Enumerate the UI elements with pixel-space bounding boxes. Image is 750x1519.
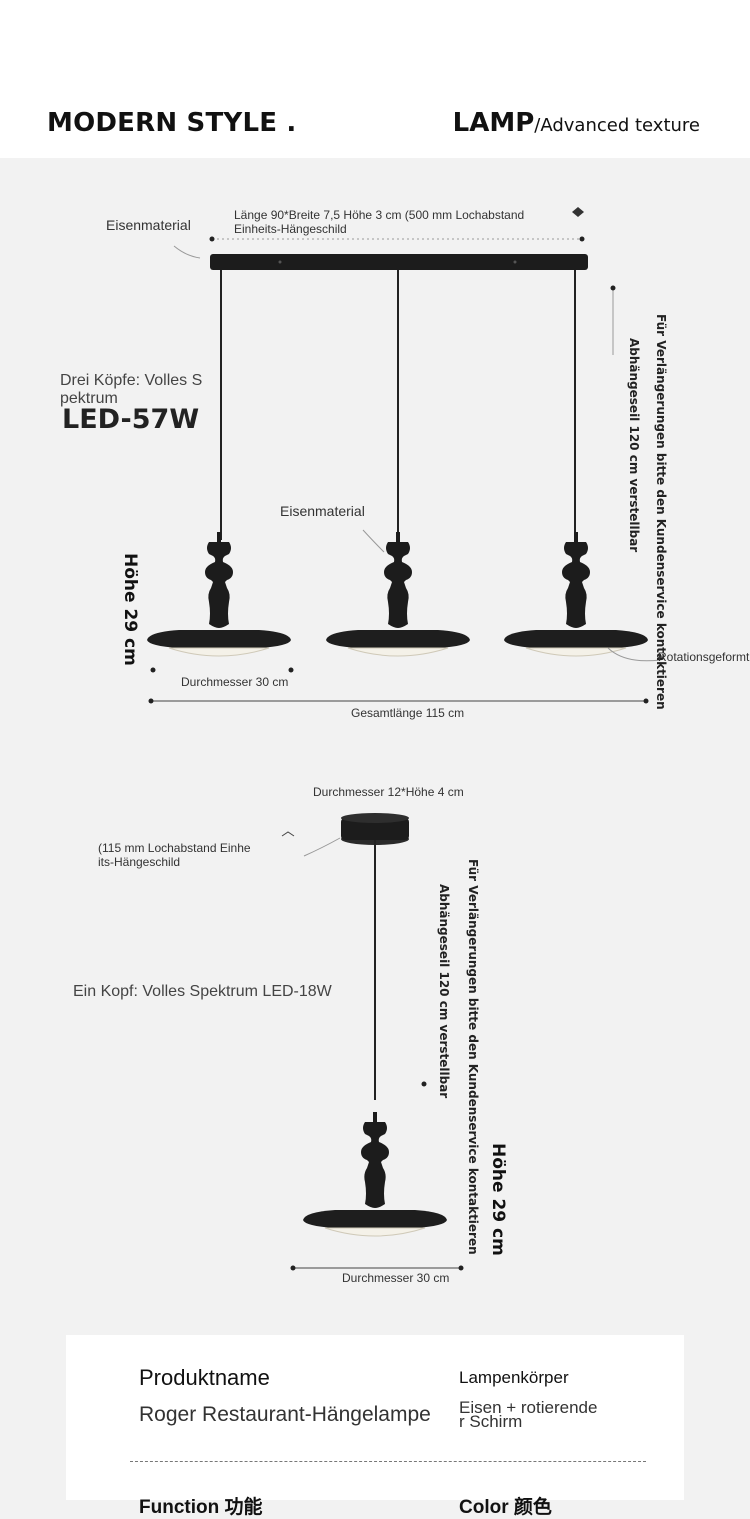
- total-length-label: Gesamtlänge 115 cm: [351, 706, 465, 720]
- single-canopy-dimensions: Durchmesser 12*Höhe 4 cm: [313, 785, 464, 799]
- modern-style-title: MODERN STYLE .: [47, 108, 297, 138]
- canopy-dimensions-line2: Einheits-Hängeschild: [234, 222, 347, 236]
- canopy-dimensions-line1: Länge 90*Breite 7,5 Höhe 3 cm (500 mm Lo…: [234, 208, 525, 222]
- single-plate-line2: its-Hängeschild: [98, 855, 181, 869]
- function-label: Function 功能: [139, 1497, 263, 1518]
- led-power-label: LED-57W: [62, 404, 200, 435]
- color-label: Color 颜色: [459, 1497, 552, 1518]
- heads-label-line1: Drei Köpfe: Volles S: [60, 372, 203, 389]
- product-name-label: Produktname: [139, 1365, 270, 1390]
- lamp-body-value: Eisen + rotierende r Schirm: [459, 1398, 619, 1431]
- specs-card: Produktname Roger Restaurant-Hängelampe …: [66, 1335, 684, 1518]
- triple-diameter-label: Durchmesser 30 cm: [181, 675, 289, 689]
- single-heads-label: Ein Kopf: Volles Spektrum LED-18W: [73, 983, 332, 1000]
- canopy-material-label: Eisenmaterial: [106, 217, 191, 233]
- single-diameter-label: Durchmesser 30 cm: [342, 1271, 450, 1285]
- single-cable-note: Für Verlängerungen bitte den Kundenservi…: [466, 859, 480, 1255]
- spec-divider: [130, 1461, 646, 1462]
- triple-height-label: Höhe 29 cm: [120, 553, 140, 666]
- product-name-value: Roger Restaurant-Hängelampe: [139, 1403, 431, 1426]
- lamp-title: LAMP/Advanced texture: [453, 108, 700, 138]
- single-plate-line1: (115 mm Lochabstand Einhe: [98, 841, 251, 855]
- lamp-body-value-line1: Eisen + rotierende: [459, 1398, 598, 1417]
- rotation-label: Rotationsgeformt: [658, 650, 750, 664]
- head-material-label: Eisenmaterial: [280, 503, 365, 519]
- lamp-title-bold: LAMP: [452, 108, 535, 138]
- heads-label-line2: pektrum: [60, 390, 118, 407]
- triple-cable-length: Abhängeseil 120 cm verstellbar: [627, 338, 641, 553]
- lamp-body-label: Lampenkörper: [459, 1368, 569, 1387]
- single-cable-length: Abhängeseil 120 cm verstellbar: [437, 884, 451, 1099]
- header-band: MODERN STYLE . LAMP/Advanced texture: [0, 0, 750, 158]
- lamp-body-value-line2: r Schirm: [459, 1412, 523, 1431]
- single-height-label: Höhe 29 cm: [488, 1143, 508, 1256]
- lamp-drawings: [146, 207, 661, 1271]
- lamp-title-subtitle: /Advanced texture: [534, 115, 700, 136]
